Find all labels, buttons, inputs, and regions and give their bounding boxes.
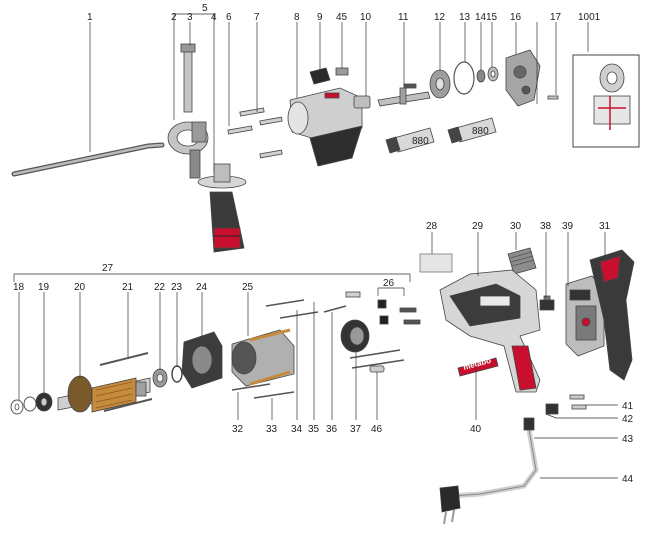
group-bracket-26: [377, 287, 405, 296]
part-label-15: 15: [486, 12, 498, 23]
side-handle-clamp: [167, 121, 209, 179]
top-leader-lines: [89, 13, 589, 172]
part-label-36: 36: [326, 424, 338, 435]
side-handle: [197, 163, 247, 253]
part-label-19: 19: [38, 282, 50, 293]
part-label-25: 25: [242, 282, 254, 293]
part-label-13: 13: [459, 12, 471, 23]
stator-screws: [231, 299, 319, 399]
part-label-29: 29: [472, 221, 484, 232]
part-label-34: 34: [291, 424, 303, 435]
small-screw: [547, 95, 559, 100]
part-label-2: 2: [171, 12, 177, 23]
washer-ring: [476, 66, 499, 83]
part-label-12: 12: [434, 12, 446, 23]
part-number-labels: 1 2 3 5 4 6 7 8 9 45 10 11 12 13 14 15 1…: [13, 3, 634, 485]
part-label-3: 3: [187, 12, 193, 23]
part-label-7: 7: [254, 12, 260, 23]
group-bracket-27: [13, 273, 411, 282]
part-label-43: 43: [622, 434, 634, 445]
part-label-46: 46: [371, 424, 383, 435]
part-label-8: 8: [294, 12, 300, 23]
part-label-10: 10: [360, 12, 372, 23]
handle-cover: [589, 249, 635, 381]
mains-plug: [439, 485, 461, 525]
part-label-45: 45: [336, 12, 348, 23]
part-label-1: 1: [87, 12, 93, 23]
part-label-18: 18: [13, 282, 25, 293]
part-label-31: 31: [599, 221, 611, 232]
part-label-21: 21: [122, 282, 134, 293]
part-label-20: 20: [74, 282, 86, 293]
motor-housing: [439, 269, 541, 393]
spindle: [377, 83, 431, 107]
part-label-1001: 1001: [578, 12, 601, 23]
part-label-42: 42: [622, 414, 634, 425]
part-label-17: 17: [550, 12, 562, 23]
right-leader-lines: [431, 232, 618, 479]
part-label-4: 4: [211, 12, 217, 23]
part-label-16: 16: [510, 12, 522, 23]
wires-and-sleeve: [349, 349, 405, 373]
screws-41: [569, 394, 587, 410]
power-cable: [449, 417, 539, 499]
part-label-27: 27: [102, 263, 114, 274]
grease-tube-2: 880: [447, 117, 497, 144]
part-label-24: 24: [196, 282, 208, 293]
switch-pieces: [309, 67, 349, 85]
switch-module: [565, 275, 605, 357]
part-label-33: 33: [266, 424, 278, 435]
part-label-23: 23: [171, 282, 183, 293]
part-label-5: 5: [202, 3, 208, 14]
spindle-bearing: [353, 95, 371, 109]
bearing-ring: [152, 365, 183, 388]
part-label-39: 39: [562, 221, 574, 232]
motor-bolt: [99, 352, 153, 412]
stator: [231, 328, 295, 387]
label-plate: [419, 253, 453, 273]
tube-label-2: 880: [472, 126, 489, 137]
part-label-14: 14: [475, 12, 487, 23]
part-label-22: 22: [154, 282, 166, 293]
brush-holder: [340, 319, 370, 353]
brand-badge: metabo: [457, 356, 499, 377]
grip-pad: [507, 247, 537, 275]
part-label-40: 40: [470, 424, 482, 435]
gear-housing: [287, 87, 363, 167]
carbon-brushes: [323, 291, 421, 325]
fan-guide: [181, 331, 223, 389]
o-ring: [453, 61, 475, 95]
armature: [57, 375, 151, 413]
depth-rod: [11, 142, 165, 177]
part-label-9: 9: [317, 12, 323, 23]
grease-tube-1: 880: [385, 127, 435, 154]
part-label-38: 38: [540, 221, 552, 232]
screws-group: [227, 107, 283, 159]
bottom-leader-lines: [18, 292, 378, 420]
part-label-32: 32: [232, 424, 244, 435]
part-label-26: 26: [383, 278, 395, 289]
handle-bolt: [180, 43, 196, 113]
inset-1001: [572, 54, 640, 148]
part-label-44: 44: [622, 474, 634, 485]
part-label-30: 30: [510, 221, 522, 232]
part-label-28: 28: [426, 221, 438, 232]
part-label-41: 41: [622, 401, 634, 412]
part-label-6: 6: [226, 12, 232, 23]
washers-18-19: [10, 392, 53, 415]
gear-box: [505, 49, 541, 107]
cable-clamp: [545, 403, 559, 415]
part-label-11: 11: [398, 12, 409, 23]
part-label-35: 35: [308, 424, 320, 435]
part-label-37: 37: [350, 424, 362, 435]
tube-label-1: 880: [412, 136, 429, 147]
gearwheel: [429, 69, 451, 99]
switch-lever: [539, 295, 555, 311]
